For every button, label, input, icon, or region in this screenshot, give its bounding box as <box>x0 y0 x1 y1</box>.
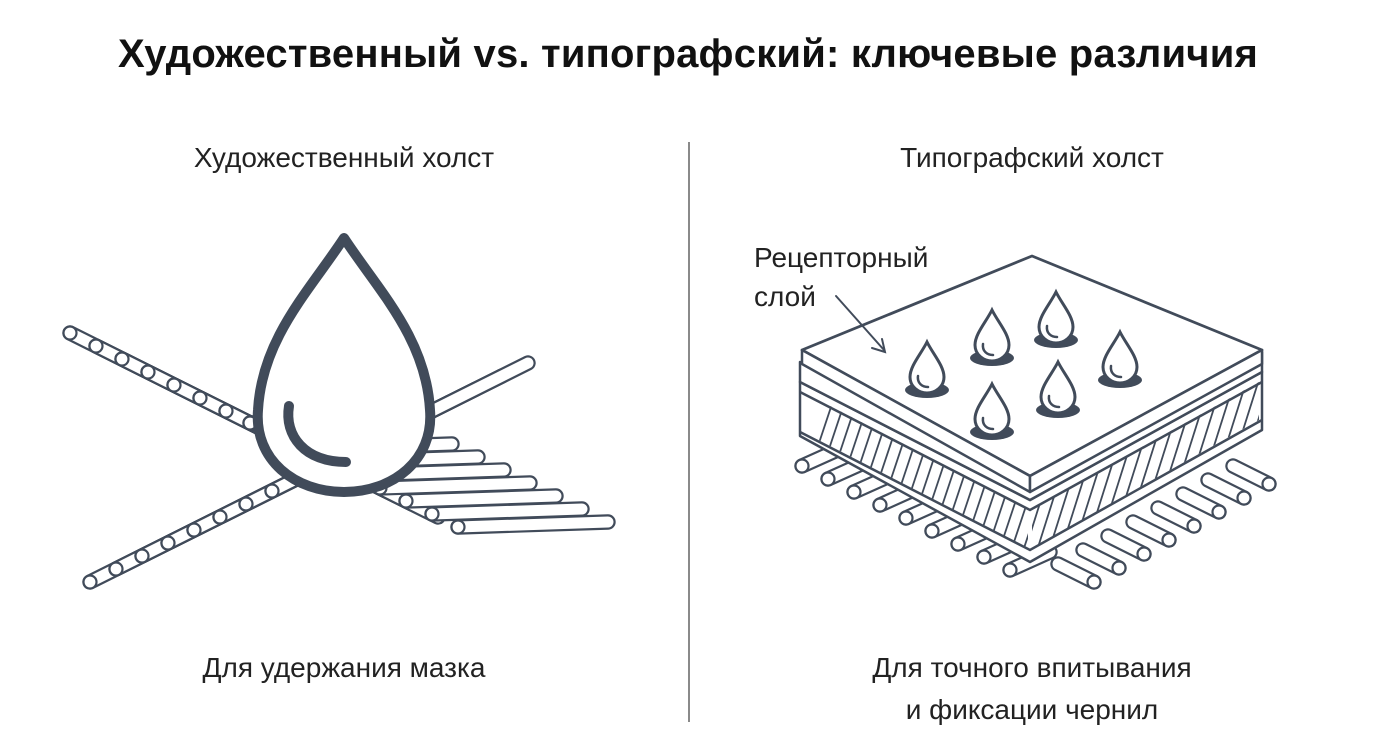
ink-droplet-icon <box>970 380 1014 440</box>
canvas-thread <box>1175 486 1227 520</box>
hatch-line <box>1286 370 1346 560</box>
canvas-thread <box>1125 514 1177 548</box>
typographic-canvas-caption: Для точного впитывания и фиксации чернил <box>732 647 1332 731</box>
canvas-thread <box>1225 458 1277 492</box>
coated-layered-canvas-icon <box>794 254 1346 590</box>
annotation-arrow-icon <box>835 295 887 354</box>
ink-droplet-icon <box>905 338 949 398</box>
canvas-thread <box>398 488 564 509</box>
canvas-thread <box>1100 528 1152 562</box>
canvas-thread <box>1075 542 1127 576</box>
column-divider <box>688 142 690 722</box>
ink-droplet-icon <box>1036 358 1080 418</box>
canvas-thread <box>1150 500 1202 534</box>
ink-droplet-icon <box>1098 328 1142 388</box>
typographic-caption-line2: и фиксации чернил <box>905 694 1159 725</box>
water-drop-icon <box>252 233 436 497</box>
typographic-caption-line1: Для точного впитывания <box>872 652 1192 683</box>
hatch-line <box>1007 392 1028 548</box>
receptor-layer-label-line1: Рецепторный <box>754 242 929 273</box>
receptor-layer-label-line2: слой <box>754 281 816 312</box>
typographic-canvas-heading: Типографский холст <box>900 142 1164 173</box>
ink-droplet-icon <box>1034 288 1078 348</box>
receptor-layer-label: Рецепторный слой <box>754 238 928 316</box>
hatch-line <box>1262 370 1322 560</box>
hatch-line <box>1274 370 1334 560</box>
ink-droplet-icon <box>970 306 1014 366</box>
artistic-canvas-heading: Художественный холст <box>193 142 495 173</box>
page-title: Художественный vs. типографский: ключевы… <box>117 32 1259 76</box>
canvas-thread <box>1050 556 1102 590</box>
canvas-thread <box>1200 472 1252 506</box>
canvas-thread <box>450 514 616 535</box>
artistic-canvas-caption: Для удержания мазка <box>202 652 486 683</box>
canvas-thread <box>424 501 590 522</box>
